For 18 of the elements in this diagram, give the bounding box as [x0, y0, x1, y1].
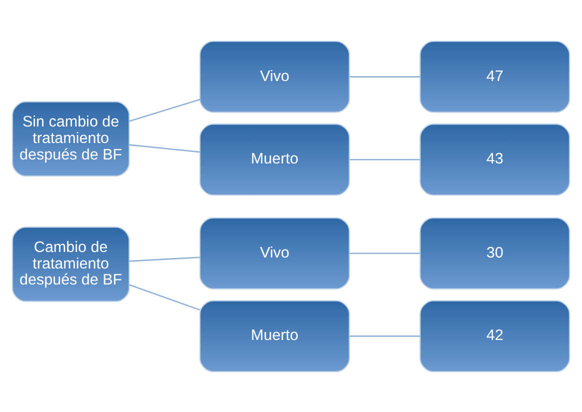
connector: [350, 158, 420, 160]
connector: [129, 256, 200, 262]
connector: [128, 98, 200, 122]
node-box: Muerto: [199, 123, 350, 196]
connector: [128, 284, 200, 310]
node-box: 43: [420, 123, 570, 196]
connector: [129, 144, 200, 152]
node-box: Vivo: [199, 40, 350, 112]
node-box: 47: [420, 40, 570, 112]
node-box: Vivo: [199, 216, 350, 289]
node-box: Sin cambio de tratamiento después de BF: [12, 100, 130, 176]
node-box: Cambio de tratamiento después de BF: [12, 226, 130, 302]
node-box: Muerto: [199, 300, 350, 372]
connector: [350, 335, 420, 336]
node-box: 30: [420, 216, 570, 289]
connector: [350, 252, 420, 254]
connector: [350, 76, 420, 77]
node-box: 42: [420, 300, 570, 372]
